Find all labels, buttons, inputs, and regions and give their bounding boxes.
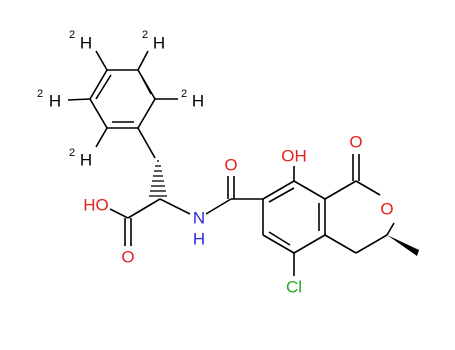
lactone-carbonyl-oxygen-label: O (349, 132, 362, 151)
isocoumarin-aromatic-bonds (262, 180, 326, 254)
ring-oxygen-label: O (380, 199, 393, 218)
deuterium-label-bottom: 2 H (69, 147, 92, 170)
svg-text:2: 2 (69, 29, 75, 41)
deuterium-label-right: 2 H (181, 88, 204, 111)
svg-text:H: H (153, 33, 165, 52)
svg-text:H: H (80, 33, 92, 52)
svg-text:H: H (49, 91, 61, 110)
stereo-bold-wedge (387, 235, 419, 256)
lactone-ring-bonds (324, 154, 395, 254)
phenyl-ring-bonds (89, 69, 156, 129)
svg-text:2: 2 (142, 29, 148, 41)
amide-hydrogen-label: H (193, 229, 205, 248)
amide-nitrogen-label: N (193, 208, 205, 227)
carbon-deuterium-bonds (67, 50, 178, 148)
svg-text:2: 2 (37, 88, 43, 100)
stereo-hash-wedge (149, 160, 167, 197)
amide-carbonyl-oxygen-label: O (224, 155, 237, 174)
chlorine-label: Cl (286, 277, 302, 296)
deuterium-label-top-left: 2 H (69, 29, 92, 53)
svg-text:2: 2 (181, 88, 187, 100)
deuterium-label-left: 2 H (37, 88, 61, 111)
svg-text:2: 2 (69, 147, 75, 159)
acid-hydroxyl-label: HO (83, 195, 109, 214)
acid-carbonyl-oxygen-label: O (121, 247, 134, 266)
phenol-hydroxyl-label: OH (281, 146, 307, 165)
backbone-bonds (109, 127, 263, 246)
svg-text:H: H (80, 150, 92, 169)
svg-text:H: H (192, 91, 204, 110)
deuterium-label-top-right: 2 H (142, 29, 165, 53)
